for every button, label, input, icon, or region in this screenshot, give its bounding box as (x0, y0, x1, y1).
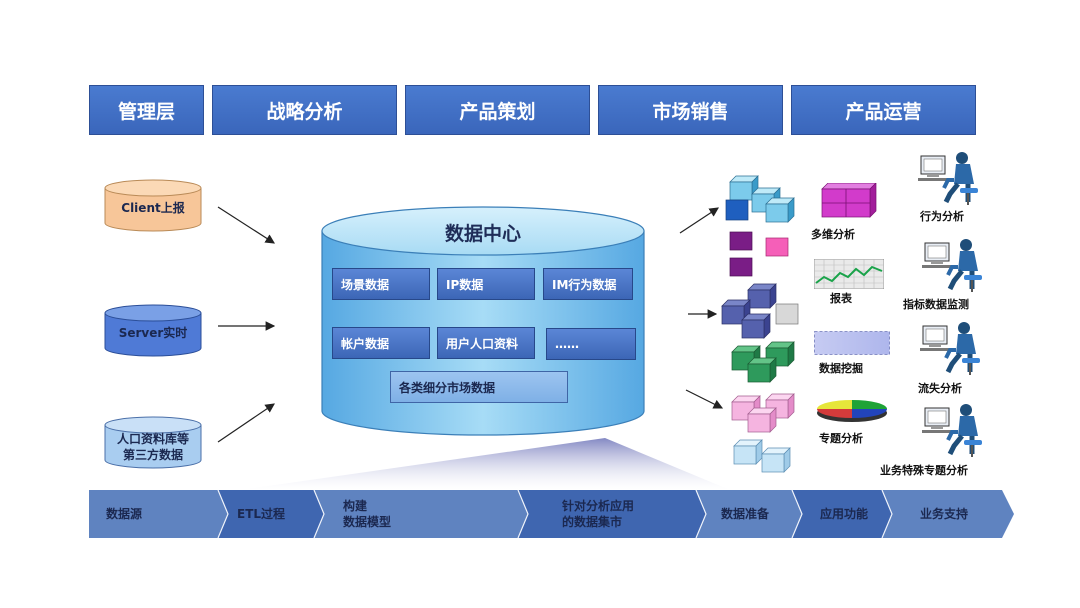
pipeline-build-model-line2: 数据模型 (343, 515, 392, 529)
arrow-thirdparty-to-center (217, 403, 275, 443)
output-report-label: 报表 (830, 292, 852, 305)
role-marketing-sales: 市场销售 (598, 85, 783, 135)
person-at-computer-icon (922, 404, 982, 457)
db-user-population-data-label: 用户人口资料 (446, 336, 519, 351)
arrow-center-to-olap (679, 207, 720, 234)
pipeline-data-mart: 针对分析应用 的数据集市 (562, 490, 692, 538)
pipeline-build-model: 构建 数据模型 (343, 490, 493, 538)
role-management: 管理层 (89, 85, 204, 135)
source-third-party-line1: 人口资料库等 (116, 432, 189, 446)
pipeline-business-support: 业务支持 (920, 490, 1000, 538)
role-product-planning: 产品策划 (405, 85, 590, 135)
pipeline-etl: ETL过程 (237, 490, 317, 538)
source-server-realtime-label: Server实时 (118, 326, 188, 340)
db-market-segment-data-label: 各类细分市场数据 (399, 380, 496, 395)
cylinder-shape (104, 416, 202, 469)
user-special-topic-analysis-label: 业务特殊专题分析 (880, 464, 968, 477)
pipeline-application-function-label: 应用功能 (820, 507, 869, 521)
source-client-report: Client上报 (104, 179, 202, 233)
db-more-data: …… (546, 328, 636, 360)
role-product-operations-label: 产品运营 (845, 100, 922, 123)
pipeline-data-mart-line2: 的数据集市 (562, 515, 623, 529)
db-scene-data: 场景数据 (332, 268, 430, 300)
user-behavior-analysis-label: 行为分析 (920, 210, 964, 223)
db-im-behavior-data: IM行为数据 (543, 268, 633, 300)
pipeline-build-model-line1: 构建 (343, 499, 368, 513)
topic-analysis-pie-icon (817, 400, 887, 422)
data-mining-icon (814, 331, 890, 355)
pipeline-data-source: 数据源 (106, 490, 206, 538)
arrow-client-to-center (217, 206, 276, 244)
source-third-party-line2: 第三方数据 (122, 448, 183, 462)
pipeline-data-mart-line1: 针对分析应用 (562, 499, 635, 513)
source-third-party-label: 人口资料库等 第三方数据 (104, 430, 202, 464)
source-server-realtime: Server实时 (104, 304, 202, 358)
output-topic-analysis-label: 专题分析 (819, 432, 863, 445)
pipeline-etl-label: ETL过程 (237, 507, 286, 521)
user-indicator-monitoring-label: 指标数据监测 (903, 298, 969, 311)
pipeline-data-preparation: 数据准备 (721, 490, 791, 538)
pipeline-data-source-label: 数据源 (106, 507, 143, 521)
report-icon (814, 259, 884, 289)
role-strategy-analysis: 战略分析 (212, 85, 397, 135)
db-im-behavior-data-label: IM行为数据 (552, 277, 617, 292)
cylinder-shape (104, 304, 202, 357)
multidimensional-analysis-icon (821, 183, 877, 218)
data-center-title: 数据中心 (444, 223, 521, 245)
db-market-segment-data: 各类细分市场数据 (390, 371, 568, 403)
person-at-computer-icon (922, 239, 982, 292)
role-marketing-sales-label: 市场销售 (652, 100, 729, 123)
db-ip-data-label: IP数据 (446, 277, 484, 292)
person-at-computer-icon (918, 152, 978, 205)
db-account-data-label: 帐户数据 (341, 336, 390, 351)
db-more-data-label: …… (555, 337, 579, 351)
cylinder-shape (104, 179, 202, 232)
source-client-report-label: Client上报 (121, 201, 185, 215)
role-management-label: 管理层 (117, 100, 175, 123)
output-multidimensional-analysis-label: 多维分析 (811, 228, 855, 241)
role-product-operations: 产品运营 (791, 85, 976, 135)
db-ip-data: IP数据 (437, 268, 535, 300)
user-churn-analysis-label: 流失分析 (918, 382, 962, 395)
arrow-center-to-mining (685, 389, 724, 409)
db-scene-data-label: 场景数据 (341, 277, 390, 292)
db-account-data: 帐户数据 (332, 327, 430, 359)
db-user-population-data: 用户人口资料 (437, 327, 535, 359)
pipeline-application-function: 应用功能 (820, 490, 884, 538)
output-data-mining-label: 数据挖掘 (819, 362, 863, 375)
role-product-planning-label: 产品策划 (459, 100, 536, 123)
role-strategy-analysis-label: 战略分析 (266, 100, 343, 123)
pipeline-business-support-label: 业务支持 (920, 507, 969, 521)
pipeline-data-preparation-label: 数据准备 (721, 507, 770, 521)
source-third-party: 人口资料库等 第三方数据 (104, 416, 202, 469)
person-at-computer-icon (920, 322, 980, 375)
